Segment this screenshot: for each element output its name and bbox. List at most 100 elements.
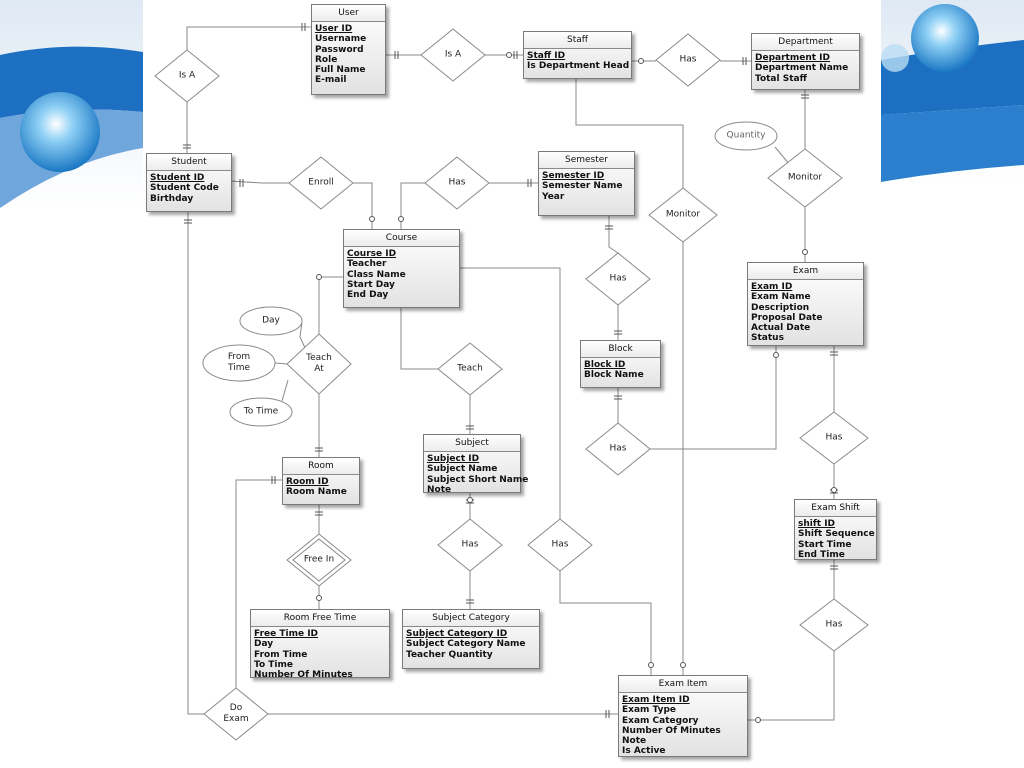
entity-attribute: Number Of Minutes xyxy=(254,670,353,681)
entity-attribute: Note xyxy=(622,736,647,747)
entity-title: Exam Shift xyxy=(795,500,876,517)
relationship-monitor-staff xyxy=(648,187,718,243)
entity-attribute: Student Code xyxy=(150,183,219,194)
connector-line xyxy=(608,214,619,254)
connector-line xyxy=(559,571,652,675)
primary-key-attribute: Room ID xyxy=(286,477,329,487)
primary-key-attribute: Student ID xyxy=(150,173,205,183)
attribute-ellipse-day xyxy=(239,306,303,336)
relationship-label: Is A xyxy=(178,70,196,81)
relationship-has-subj-cat xyxy=(437,518,503,572)
primary-key-attribute: shift ID xyxy=(798,519,836,529)
relationship-label: Has xyxy=(825,619,843,630)
entity-title: Student xyxy=(147,154,231,171)
entity-attribute: Teacher Quantity xyxy=(406,649,493,660)
entity-attribute: Exam Type xyxy=(622,705,677,716)
entity-attribute: Proposal Date xyxy=(751,312,823,323)
entity-attribute: Department Name xyxy=(755,63,849,74)
primary-key-attribute: Semester ID xyxy=(542,171,605,181)
connector-line xyxy=(274,362,288,365)
connector-line xyxy=(229,180,289,184)
connector-line xyxy=(353,182,373,229)
entity-attribute: Shift Sequence xyxy=(798,529,875,540)
entity-title: Block xyxy=(581,341,660,358)
optional-mark xyxy=(398,216,404,222)
entity-attribute: Block Name xyxy=(584,370,644,381)
optional-mark xyxy=(316,274,322,280)
connector-line xyxy=(281,379,289,402)
relationship-label: Teach At xyxy=(306,353,332,374)
entity-title: Subject xyxy=(424,435,520,452)
relationship-label: Has xyxy=(609,273,627,284)
entity-attribute: Note xyxy=(427,484,452,495)
relationship-label: Do Exam xyxy=(223,703,249,724)
optional-mark xyxy=(831,487,837,493)
relationship-label: Monitor xyxy=(665,209,701,220)
relationship-label: Enroll xyxy=(308,177,334,188)
entity-attribute: Day xyxy=(254,639,274,650)
relationship-label: Has xyxy=(679,54,697,65)
entity-attribute: Subject Category Name xyxy=(406,639,526,650)
relationship-monitor-dept xyxy=(767,148,843,208)
optional-mark xyxy=(369,216,375,222)
entity-attribute: End Day xyxy=(347,290,389,301)
entity-attribute: Is Active xyxy=(622,746,666,757)
optional-mark xyxy=(802,249,808,255)
entity-attribute: Username xyxy=(315,34,367,45)
entity-attribute: Start Time xyxy=(798,539,852,550)
optional-mark xyxy=(638,58,644,64)
entity-attribute: Actual Date xyxy=(751,323,811,334)
entity-attribute: Start Day xyxy=(347,279,395,290)
entity-attribute: Description xyxy=(751,302,810,313)
primary-key-attribute: Free Time ID xyxy=(254,629,319,639)
primary-key-attribute: User ID xyxy=(315,24,353,34)
entity-title: Room xyxy=(283,458,359,475)
connector-line xyxy=(774,146,791,166)
entity-attribute: Number Of Minutes xyxy=(622,725,721,736)
relationship-label: Free In xyxy=(303,554,335,565)
relationship-teach xyxy=(437,342,503,396)
optional-mark xyxy=(680,662,686,668)
relationship-free-in xyxy=(286,533,352,587)
primary-key-attribute: Subject ID xyxy=(427,454,480,464)
entity-attribute: Status xyxy=(751,333,784,344)
relationship-has-course-sem xyxy=(424,156,490,210)
relationship-has-sem-block xyxy=(585,252,651,306)
entity-attribute: Is Department Head xyxy=(527,61,630,72)
entity-attribute: Teacher xyxy=(347,259,387,270)
entity-attribute: Subject Name xyxy=(427,464,498,475)
relationship-has-course-item xyxy=(527,518,593,572)
connector-line xyxy=(746,651,835,721)
entity-attribute: Class Name xyxy=(347,269,406,280)
relationship-label: Is A xyxy=(444,49,462,60)
relationship-label: Has xyxy=(461,539,479,550)
entity-attribute: Exam Category xyxy=(622,715,699,726)
entity-title: Semester xyxy=(539,152,634,169)
connector-line xyxy=(299,321,307,351)
optional-mark xyxy=(467,497,473,503)
entity-attribute: Room Name xyxy=(286,487,347,498)
connector-line xyxy=(186,26,311,50)
